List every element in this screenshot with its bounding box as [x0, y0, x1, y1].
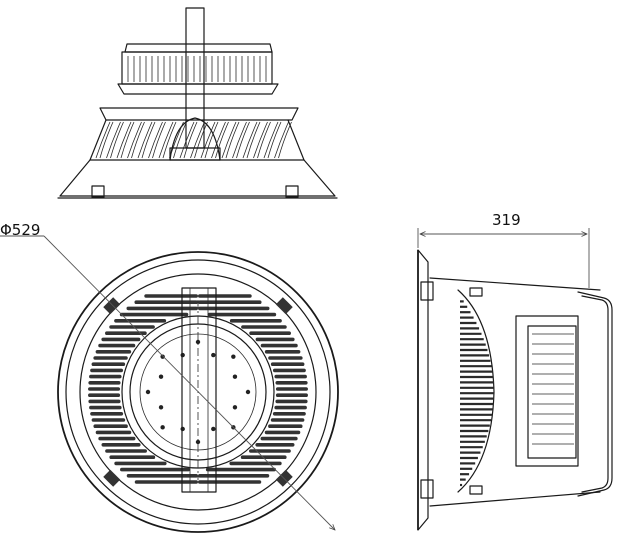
front-elevation-view [57, 7, 338, 199]
diameter-label: Φ529 [0, 221, 40, 239]
diameter-callout: Φ529 [0, 221, 335, 530]
depth-dimension: 319 [417, 211, 590, 288]
plan-view [57, 251, 339, 533]
side-elevation-view [417, 249, 613, 531]
depth-label: 319 [492, 211, 521, 229]
